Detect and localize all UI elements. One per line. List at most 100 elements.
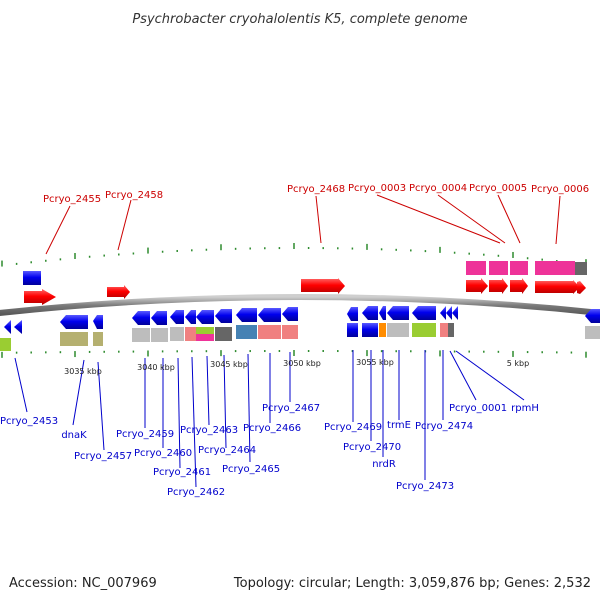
gene-label-bottom[interactable]: Pcryo_2460 [134,448,192,459]
feature-block-blue[interactable] [23,271,41,285]
feature-block-gray-dark[interactable] [448,323,454,337]
feature-block-salmon[interactable] [185,327,196,341]
genome-summary: Topology: circular; Length: 3,059,876 bp… [233,576,591,591]
gene-label-bottom[interactable]: Pcryo_2466 [243,423,301,434]
gene-label-top[interactable]: Pcryo_0005 [469,183,527,194]
genome-backbone [0,294,600,316]
gene-arrow-reverse[interactable] [151,311,167,325]
gene-arrow-forward[interactable] [466,278,488,294]
gene-label-bottom[interactable]: Pcryo_2474 [415,421,473,432]
feature-block-blue[interactable] [362,323,378,337]
gene-label-bottom[interactable]: Pcryo_2463 [180,425,238,436]
gene-label-bottom[interactable]: Pcryo_2457 [74,451,132,462]
gene-arrow-forward[interactable] [577,281,586,294]
gene-arrow-reverse[interactable] [362,306,378,320]
gene-arrow-reverse[interactable] [236,308,257,322]
gene-label-top[interactable]: Pcryo_0006 [531,184,589,195]
gene-label-top[interactable]: Pcryo_2458 [105,190,163,201]
feature-block-salmon[interactable] [440,323,448,337]
gene-arrow-reverse[interactable] [215,309,232,323]
gene-label-bottom[interactable]: Pcryo_2453 [0,416,58,427]
gene-arrow-forward[interactable] [301,278,345,294]
feature-block-green[interactable] [412,323,436,337]
gene-label-bottom[interactable]: rpmH [511,403,539,414]
gene-label-bottom[interactable]: nrdR [372,459,396,470]
gene-label-bottom[interactable]: dnaK [61,430,87,441]
kbp-label: 3045 kbp [210,360,248,369]
gene-label-bottom[interactable]: Pcryo_2465 [222,464,280,475]
gene-arrow-forward[interactable] [24,289,56,305]
gene-arrow-reverse[interactable] [412,306,436,320]
gene-label-bottom[interactable]: Pcryo_2459 [116,429,174,440]
forward-genes [24,278,586,305]
gene-arrow-forward[interactable] [489,278,508,294]
genome-title: Psychrobacter cryohalolentis K5, complet… [132,12,467,27]
feature-block-orange[interactable] [379,323,386,337]
feature-block-gray[interactable] [575,262,587,275]
gene-label-bottom[interactable]: Pcryo_2462 [167,487,225,498]
feature-block-salmon[interactable] [282,325,298,339]
feature-block-pink[interactable] [510,261,528,275]
gene-arrow-reverse[interactable] [93,315,103,329]
gene-label-bottom[interactable]: Pcryo_2467 [262,403,320,414]
gene-arrow-reverse[interactable] [60,315,88,329]
feature-tracks [0,261,600,351]
gene-arrow-reverse[interactable] [170,310,184,324]
gene-label-bottom[interactable]: Pcryo_2470 [343,442,401,453]
feature-block-pink[interactable] [489,261,508,275]
gene-label-bottom[interactable]: Pcryo_2461 [153,467,211,478]
feature-block-steelblue[interactable] [236,325,257,339]
feature-block-pink[interactable] [466,261,486,275]
kbp-label: 5 kbp [507,359,529,368]
gene-arrow-reverse[interactable] [446,306,452,320]
gene-arrow-reverse[interactable] [347,307,358,321]
feature-block-gray[interactable] [585,326,600,339]
feature-block-gray[interactable] [170,327,184,341]
gene-label-bottom[interactable]: Pcryo_2473 [396,481,454,492]
gene-label-bottom[interactable]: trmE [387,420,411,431]
gene-arrow-reverse[interactable] [132,311,150,325]
gene-label-top[interactable]: Pcryo_0004 [409,183,467,194]
feature-block-pink[interactable] [196,334,214,341]
reverse-genes [4,306,600,334]
gene-arrow-reverse[interactable] [452,306,458,320]
feature-block-green[interactable] [0,338,11,351]
gene-arrow-forward[interactable] [107,285,130,299]
kbp-label: 3040 kbp [137,363,175,372]
gene-label-top[interactable]: Pcryo_2455 [43,194,101,205]
gene-label-top[interactable]: Pcryo_2468 [287,184,345,195]
feature-block-gray[interactable] [151,328,168,342]
feature-block-blue[interactable] [347,323,358,337]
gene-arrow-reverse[interactable] [585,309,600,323]
gene-label-bottom[interactable]: Pcryo_2469 [324,422,382,433]
kbp-label: 3050 kbp [283,359,321,368]
accession-label: Accession: NC_007969 [9,576,157,591]
gene-arrow-reverse[interactable] [440,306,446,320]
gene-arrow-reverse[interactable] [185,310,196,324]
kbp-label: 3035 kbp [64,367,102,376]
feature-block-green[interactable] [196,327,214,334]
feature-block-olive[interactable] [60,332,88,346]
gene-arrow-reverse[interactable] [282,307,298,321]
feature-block-salmon[interactable] [258,325,281,339]
gene-arrow-reverse[interactable] [14,320,22,334]
feature-block-gray[interactable] [132,328,150,342]
leader-lines-bottom [14,350,525,488]
gene-arrow-reverse[interactable] [4,320,11,334]
kbp-label: 3055 kbp [356,358,394,367]
gene-label-top[interactable]: Pcryo_0003 [348,183,406,194]
gene-label-bottom[interactable]: Pcryo_0001 [449,403,507,414]
gene-arrow-reverse[interactable] [258,308,281,322]
feature-block-pink[interactable] [535,261,575,275]
gene-arrow-forward[interactable] [535,280,580,294]
feature-block-gray-dark[interactable] [215,327,232,341]
gene-label-bottom[interactable]: Pcryo_2464 [198,445,256,456]
gene-arrow-reverse[interactable] [387,306,409,320]
gene-arrow-reverse[interactable] [196,310,214,324]
gene-arrow-forward[interactable] [510,278,528,294]
feature-block-gray[interactable] [387,323,409,337]
gene-arrow-reverse[interactable] [379,306,386,320]
feature-block-olive[interactable] [93,332,103,346]
